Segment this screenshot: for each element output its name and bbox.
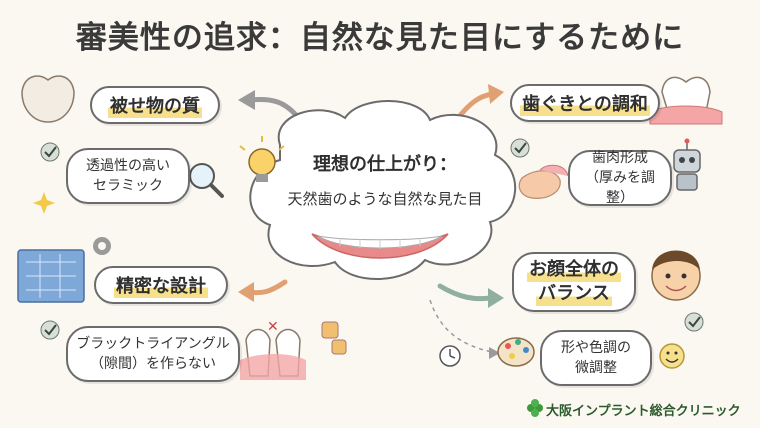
node-detail-top-right: 歯肉形成 （厚みを調整） (568, 150, 672, 206)
node-heading-bottom-left: 精密な設計 (94, 266, 228, 304)
node-heading-text: 歯ぐきとの調和 (520, 90, 650, 116)
check-icon-bottom-right (684, 312, 704, 332)
page-title: 審美性の追求：自然な見た目にするために (75, 20, 685, 56)
magnifier-icon (189, 163, 224, 198)
detail-line: セラミック (93, 178, 163, 194)
clinic-footer: 大阪インプラント総合クリニック (546, 400, 760, 419)
node-heading-bottom-right: お顔全体の バランス (512, 252, 636, 312)
node-heading-text: バランス (536, 282, 612, 306)
puzzle-icon (321, 321, 347, 355)
lightbulb-icon (239, 136, 285, 182)
detail-line: ブラックトライアングル (76, 336, 230, 352)
arrow-bottom-left (247, 279, 288, 296)
face-icon (651, 250, 701, 301)
node-detail-bottom-right: 形や色調の 微調整 (540, 330, 652, 386)
crown-tooth-icon (21, 75, 75, 123)
dashed-arrow (429, 299, 493, 353)
center-subtitle: 天然歯のような自然な見た目 (287, 190, 483, 208)
hand-icon (518, 164, 569, 199)
detail-line: 歯肉形成 (592, 150, 648, 166)
center-title: 理想の仕上がり： (313, 154, 457, 175)
arrowhead-bottom-right (488, 288, 504, 308)
arrowhead-bottom-left (238, 282, 254, 302)
dashed-arrowhead (489, 347, 500, 359)
sparkle-icon (33, 192, 55, 214)
node-heading-text: お顔全体の (527, 258, 621, 282)
detail-line: （厚みを調整） (585, 170, 655, 206)
check-icon-top-left (40, 142, 60, 162)
smiley-icon (659, 343, 685, 369)
node-detail-bottom-left: ブラックトライアングル （隙間）を作らない (66, 326, 240, 382)
detail-line: （隙間）を作らない (90, 356, 216, 372)
teeth-gap-icon: ✕ (240, 319, 306, 380)
detail-line: 形や色調の (561, 340, 631, 356)
node-heading-top-left: 被せ物の質 (90, 86, 220, 124)
node-detail-top-left: 透過性の高い セラミック (66, 148, 190, 204)
smile-illustration (311, 233, 449, 259)
clinic-logo-icon (527, 399, 543, 417)
check-icon-bottom-left (40, 320, 60, 340)
gum-tooth-icon (649, 76, 723, 125)
palette-icon (497, 337, 535, 367)
arrow-bottom-right (437, 283, 493, 302)
detail-line: 透過性の高い (86, 158, 170, 174)
node-heading-top-right: 歯ぐきとの調和 (510, 84, 660, 122)
center-cloud (249, 100, 517, 280)
arrowhead-top-right (488, 84, 504, 104)
blueprint-icon (17, 249, 85, 303)
x-mark-icon: ✕ (267, 319, 279, 335)
clock-icon (439, 345, 461, 367)
check-icon-top-right (510, 138, 530, 158)
arrowhead-top-left (238, 90, 255, 110)
robot-icon (673, 138, 701, 191)
node-heading-text: 精密な設計 (114, 272, 208, 298)
gear-icon (93, 237, 111, 255)
detail-line: 微調整 (575, 360, 617, 376)
clinic-name: 大阪インプラント総合クリニック (546, 404, 741, 419)
node-heading-text: 被せ物の質 (108, 92, 202, 118)
